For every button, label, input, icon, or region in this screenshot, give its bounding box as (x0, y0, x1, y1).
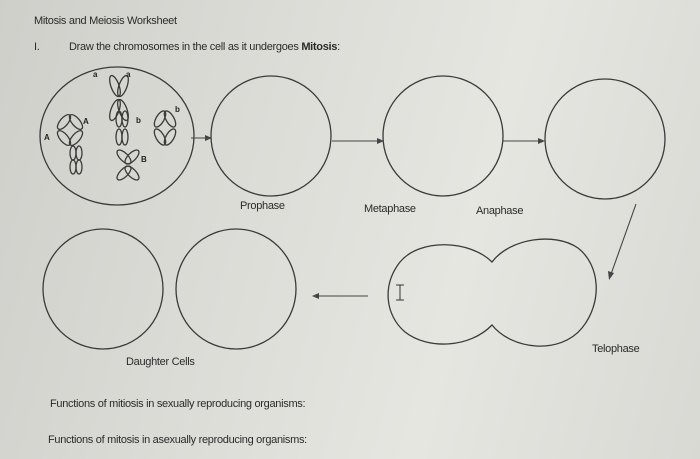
chromosome-label: B (141, 155, 147, 164)
chromosome-label: a (93, 70, 98, 79)
chromosome-B (116, 149, 140, 181)
question-prompt: Draw the chromosomes in the cell as it u… (69, 41, 340, 53)
chromosome-label: b (136, 116, 141, 125)
chromosome-label: a (126, 70, 131, 79)
question-sexual: Functions of mitiosis in sexually reprod… (50, 398, 306, 410)
anaphase-cell (544, 78, 666, 200)
worksheet-title: Mitosis and Meiosis Worksheet (34, 15, 177, 27)
label-daughter-cells: Daughter Cells (126, 356, 195, 368)
prompt-text: Draw the chromosomes in the cell as it u… (69, 41, 302, 53)
prompt-bold: Mitosis (301, 41, 338, 53)
label-metaphase: Metaphase (364, 203, 416, 215)
daughter-cell-right (175, 228, 297, 350)
chromosome-a-2 (115, 110, 129, 146)
label-telophase: Telophase (592, 343, 640, 355)
chromosome-label: A (44, 133, 50, 142)
question-number: I. (34, 41, 40, 53)
chromosome-label: A (83, 117, 89, 126)
chromosome-b (153, 110, 177, 146)
label-prophase: Prophase (240, 200, 285, 212)
chromosome-A (56, 113, 84, 147)
chromosome-A-2 (69, 145, 83, 175)
daughter-cell-left (42, 228, 164, 350)
metaphase-cell (382, 75, 504, 197)
text-cursor-icon (396, 284, 404, 301)
parent-cell (39, 66, 195, 206)
prophase-cell (210, 75, 332, 197)
prompt-end: : (337, 41, 340, 53)
arrow-to-telophase (609, 203, 637, 278)
question-asexual: Functions of mitosis in asexually reprod… (48, 434, 307, 446)
telophase-cell (387, 238, 597, 347)
chromosome-label: b (175, 105, 180, 114)
label-anaphase: Anaphase (476, 205, 524, 217)
